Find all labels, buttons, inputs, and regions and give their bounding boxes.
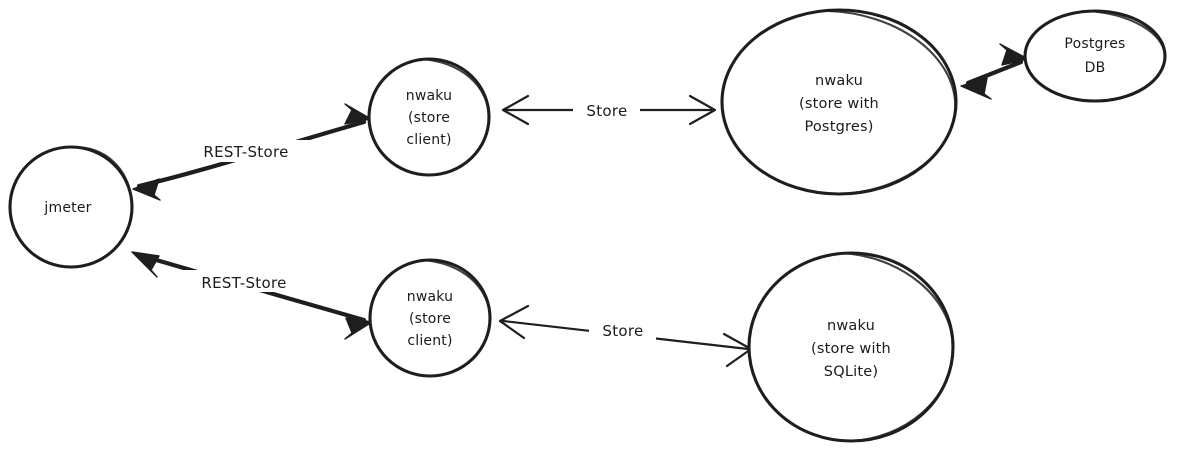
edge-store-client-bottom-to-sqlite[interactable]: Store [498,304,753,368]
node-label-store-client-bottom-line2: (store [409,311,451,327]
node-label-postgres-node-line2: (store with [799,96,879,112]
node-label-jmeter: jmeter [43,200,91,216]
edge-label-rest-store-bottom: REST-Store [201,274,286,292]
node-label-store-client-top-line3: client) [406,132,451,148]
node-label-store-client-top-line1: nwaku [406,88,452,104]
node-postgres-db[interactable]: Postgres DB [1023,9,1167,103]
edge-label-backdrop-store-bottom [589,319,656,340]
edge-jmeter-to-store-client-top[interactable]: REST-Store [132,103,372,201]
edge-store-client-top-to-postgres[interactable]: Store [501,94,717,126]
edge-jmeter-to-store-client-bottom[interactable]: REST-Store [131,251,373,340]
node-nwaku-store-with-sqlite[interactable]: nwaku (store with SQLite) [747,251,955,443]
node-label-sqlite-node-line2: (store with [811,341,891,357]
edge-postgres-node-to-postgres-db[interactable] [960,43,1029,100]
node-label-sqlite-node-line1: nwaku [827,318,875,334]
node-label-store-client-bottom-line3: client) [407,333,452,349]
node-nwaku-store-with-postgres[interactable]: nwaku (store with Postgres) [720,8,958,196]
node-store-client-top[interactable]: nwaku (store client) [367,57,491,177]
node-label-postgres-db-line1: Postgres [1064,36,1125,52]
edge-label-store-bottom: Store [602,322,643,340]
node-label-postgres-db-line2: DB [1085,60,1106,76]
edge-label-store-top: Store [586,102,627,120]
node-label-postgres-node-line3: Postgres) [804,119,873,135]
edge-label-backdrop-rest-store-bottom [178,270,310,292]
node-label-store-client-bottom-line1: nwaku [407,289,453,305]
edge-label-rest-store-top: REST-Store [203,143,288,161]
node-jmeter[interactable]: jmeter [8,145,134,269]
node-label-store-client-top-line2: (store [408,110,450,126]
node-label-postgres-node-line1: nwaku [815,73,863,89]
node-store-client-bottom[interactable]: nwaku (store client) [368,258,492,378]
edge-label-backdrop-rest-store-top [180,140,310,162]
node-label-sqlite-node-line3: SQLite) [824,364,878,380]
edge-label-backdrop-store-top [573,99,640,120]
